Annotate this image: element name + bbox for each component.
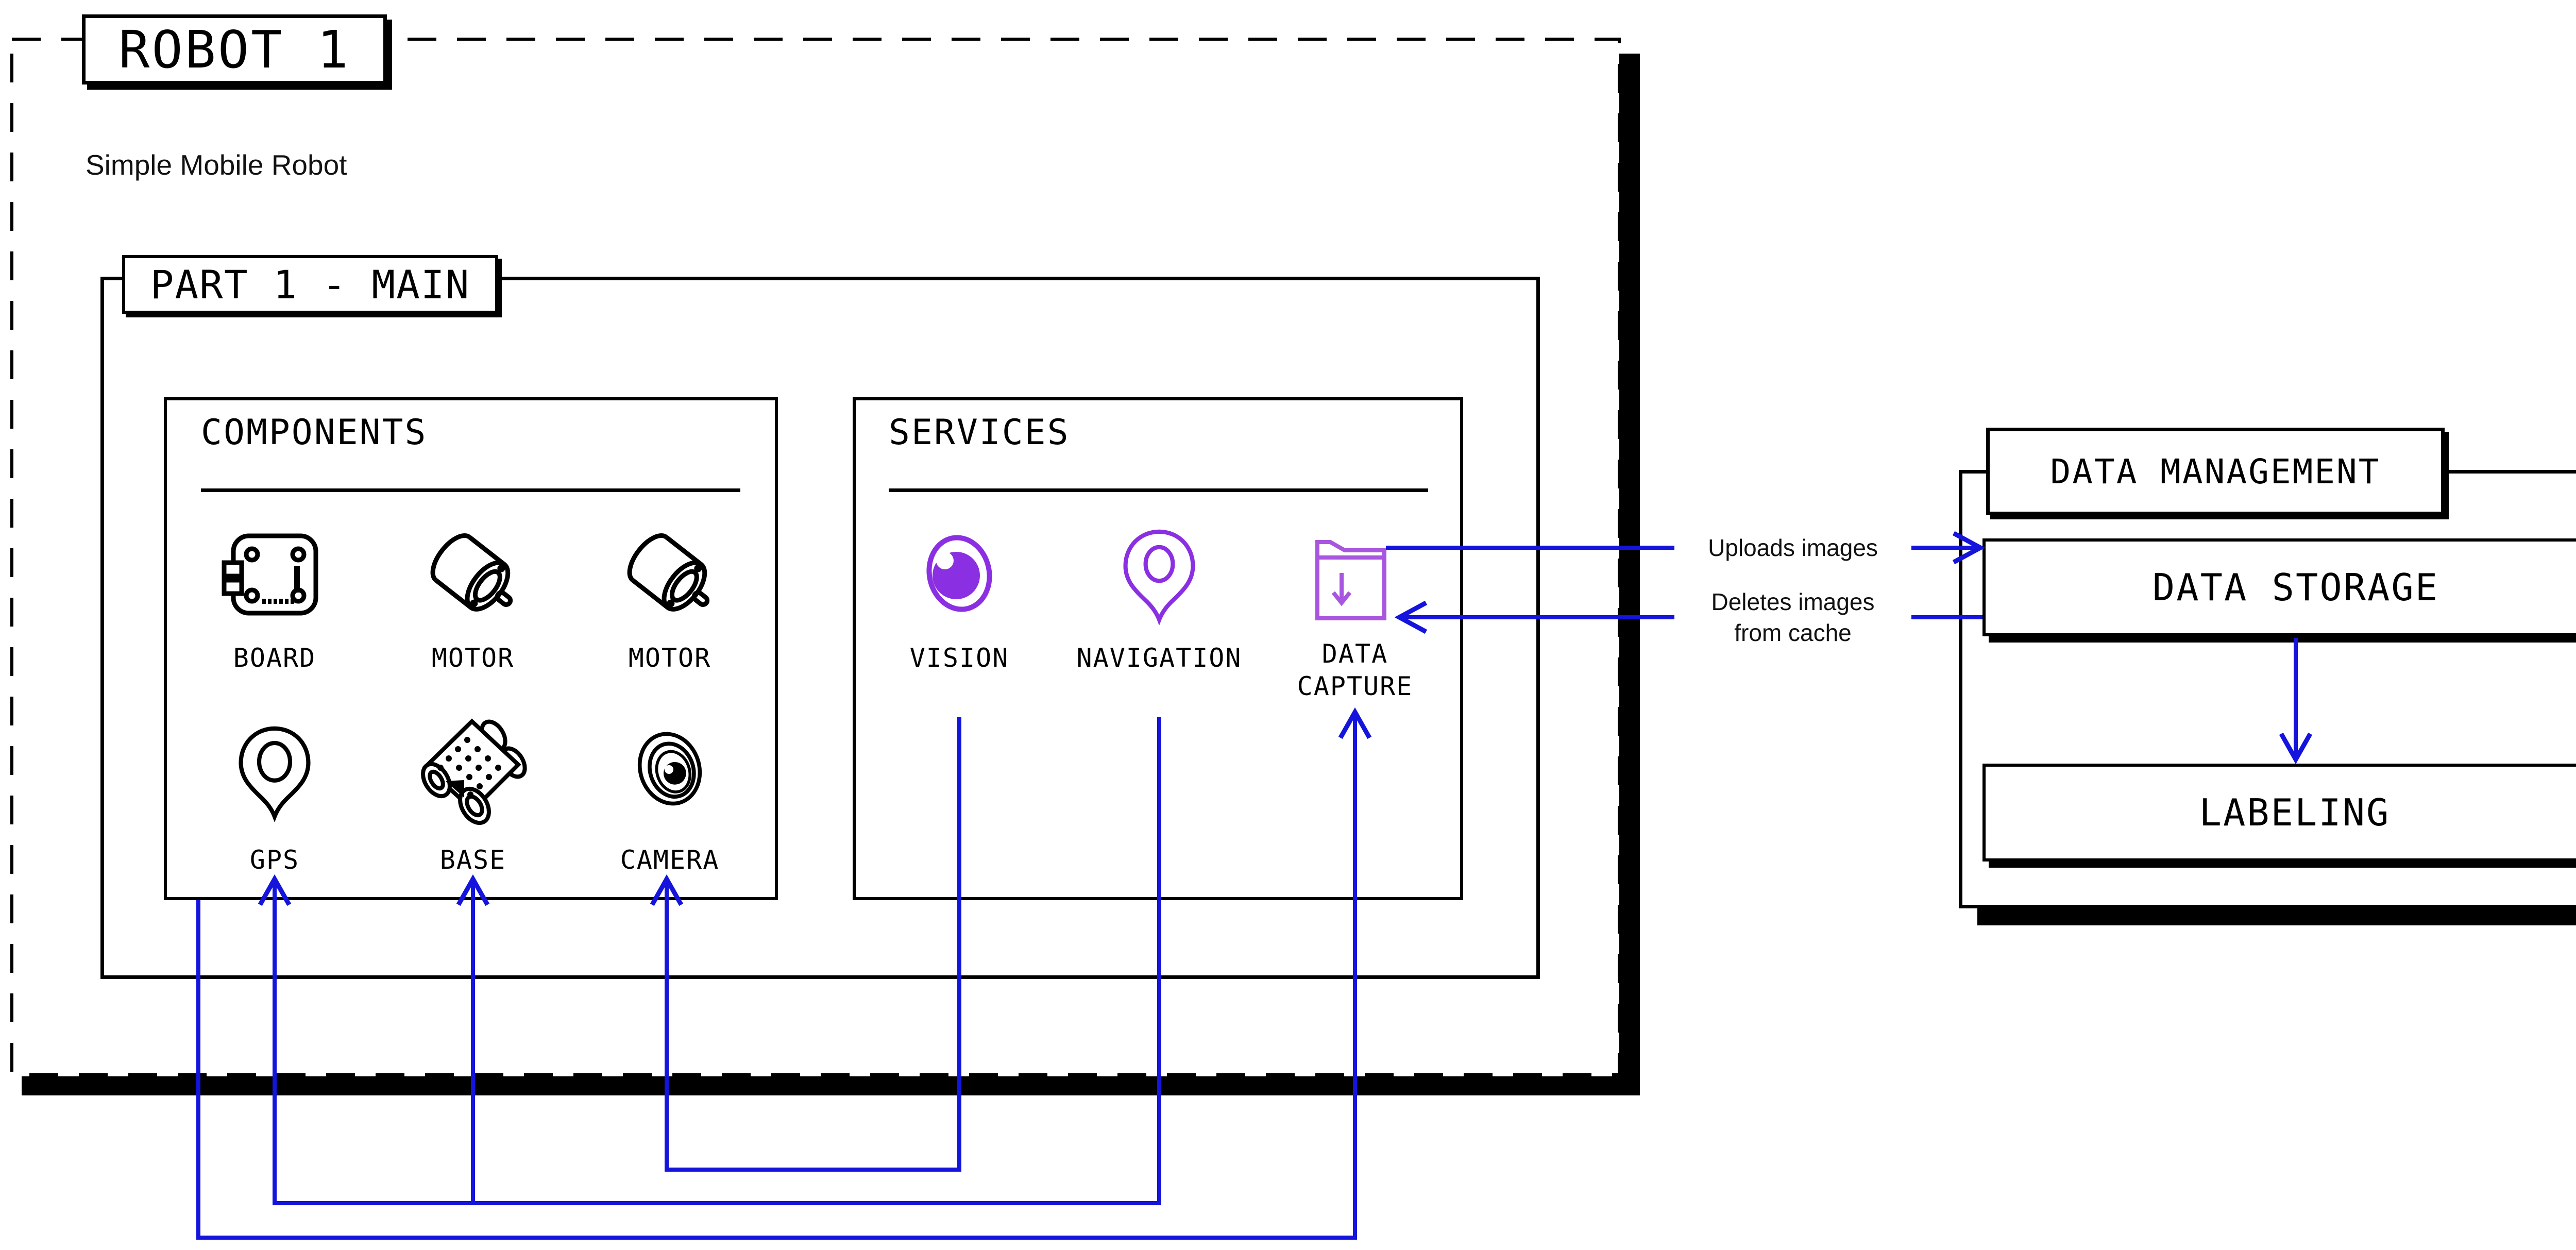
component-label: BOARD bbox=[233, 643, 316, 673]
data-management-title-box: DATA MANAGEMENT bbox=[1986, 428, 2445, 515]
motor-icon bbox=[430, 533, 513, 612]
navigation-pin-icon bbox=[1123, 529, 1195, 625]
data-management-title: DATA MANAGEMENT bbox=[2050, 451, 2381, 492]
part-main-title: PART 1 - MAIN bbox=[150, 261, 470, 308]
service-label: NAVIGATION bbox=[1076, 643, 1242, 673]
deletes-line-1: Deletes images bbox=[1711, 588, 1875, 615]
robot-title-box: ROBOT 1 bbox=[82, 14, 387, 85]
services-title: SERVICES bbox=[889, 412, 1070, 453]
service-label: DATA CAPTURE bbox=[1297, 639, 1413, 701]
service-label: VISION bbox=[909, 643, 1009, 673]
data-storage-label: DATA STORAGE bbox=[2152, 566, 2439, 609]
component-label: BASE bbox=[439, 845, 506, 875]
component-label: MOTOR bbox=[431, 643, 515, 673]
components-title: COMPONENTS bbox=[201, 412, 428, 453]
robot-subtitle: Simple Mobile Robot bbox=[86, 149, 347, 181]
components-underline bbox=[201, 488, 740, 492]
labeling-box: LABELING bbox=[1982, 764, 2576, 862]
vision-eye-icon bbox=[926, 535, 992, 612]
motor-icon bbox=[627, 533, 710, 612]
camera-lens-icon bbox=[637, 732, 702, 806]
data-capture-folder-icon bbox=[1315, 540, 1386, 620]
component-label: MOTOR bbox=[628, 643, 711, 673]
component-label: GPS bbox=[249, 845, 300, 875]
robot-title: ROBOT 1 bbox=[118, 19, 350, 80]
circuit-board-icon bbox=[222, 533, 318, 616]
deletes-images-label: Deletes images from cache bbox=[1674, 584, 1911, 650]
services-underline bbox=[889, 488, 1428, 492]
data-storage-box: DATA STORAGE bbox=[1982, 538, 2576, 636]
deletes-line-2: from cache bbox=[1734, 619, 1852, 646]
component-label: CAMERA bbox=[620, 845, 720, 875]
robot-shadow-bottom bbox=[22, 1076, 1640, 1095]
labeling-label: LABELING bbox=[2199, 791, 2391, 834]
robot-base-icon bbox=[421, 718, 527, 825]
robot-shadow-right bbox=[1619, 54, 1640, 1095]
part-main-title-box: PART 1 - MAIN bbox=[122, 255, 498, 314]
gps-pin-icon bbox=[239, 726, 311, 822]
uploads-images-label: Uploads images bbox=[1674, 531, 1911, 565]
